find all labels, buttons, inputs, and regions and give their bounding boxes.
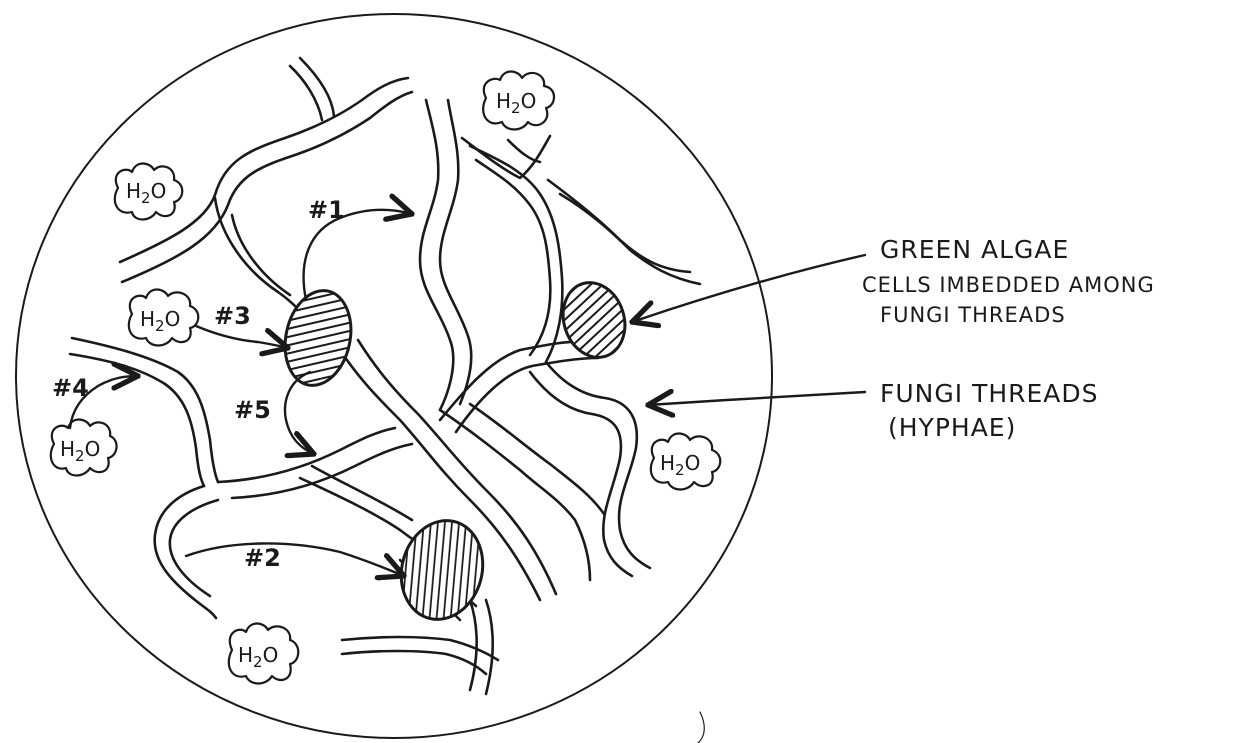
algae-cell-bottom: [390, 511, 493, 628]
h2o-sub: 2: [675, 461, 685, 479]
svg-text:H2O: H2O: [660, 451, 700, 479]
pointer-hyphae: [648, 392, 865, 405]
h2o-h: H: [60, 437, 75, 461]
fungi-hyphae: [70, 58, 700, 694]
h2o-h: H: [140, 307, 155, 331]
svg-text:H2O: H2O: [140, 307, 180, 335]
h2o-h: H: [496, 89, 511, 113]
water-droplet-1: H2O: [483, 72, 554, 130]
step-5-label: #5: [234, 396, 271, 424]
water-droplet-4: H2O: [51, 420, 117, 476]
h2o-sub: 2: [511, 99, 521, 117]
step-labels: #1 #2 #3 #4 #5: [52, 196, 345, 572]
water-droplet-6: H2O: [229, 624, 298, 684]
svg-text:H2O: H2O: [238, 643, 278, 671]
hyphae-label-line-2: (HYPHAE): [888, 413, 1016, 442]
h2o-sub: 2: [155, 317, 165, 335]
pointer-algae: [632, 255, 865, 322]
algae-cells: [277, 275, 635, 629]
h2o-sub: 2: [141, 189, 151, 207]
pencil-mark: [698, 712, 704, 743]
h2o-o: O: [263, 643, 279, 667]
h2o-o: O: [85, 437, 101, 461]
algae-label-line-1: GREEN ALGAE: [880, 235, 1069, 264]
h2o-o: O: [685, 451, 701, 475]
algae-cell-right: [554, 275, 635, 366]
step-1-label: #1: [308, 196, 345, 224]
water-droplet-2: H2O: [115, 164, 182, 220]
h2o-o: O: [521, 89, 537, 113]
hyphae-label-line-1: FUNGI THREADS: [880, 379, 1099, 408]
algae-label-line-3: FUNGI THREADS: [880, 303, 1066, 327]
arrow-step-2: [186, 543, 404, 576]
water-droplet-5: H2O: [651, 434, 720, 490]
svg-text:H2O: H2O: [60, 437, 100, 465]
water-droplet-3: H2O: [129, 290, 198, 346]
step-3-label: #3: [214, 302, 251, 330]
algae-label: GREEN ALGAE CELLS IMBEDDED AMONG FUNGI T…: [862, 235, 1155, 327]
hyphae-label: FUNGI THREADS (HYPHAE): [880, 379, 1099, 442]
svg-text:H2O: H2O: [126, 179, 166, 207]
h2o-sub: 2: [253, 653, 263, 671]
step-2-label: #2: [244, 544, 281, 572]
step-4-label: #4: [52, 374, 89, 402]
h2o-o: O: [151, 179, 167, 203]
h2o-o: O: [165, 307, 181, 331]
h2o-sub: 2: [75, 447, 85, 465]
process-arrows: [70, 210, 865, 576]
svg-text:H2O: H2O: [496, 89, 536, 117]
h2o-h: H: [238, 643, 253, 667]
h2o-h: H: [126, 179, 141, 203]
h2o-h: H: [660, 451, 675, 475]
algae-label-line-2: CELLS IMBEDDED AMONG: [862, 273, 1155, 297]
